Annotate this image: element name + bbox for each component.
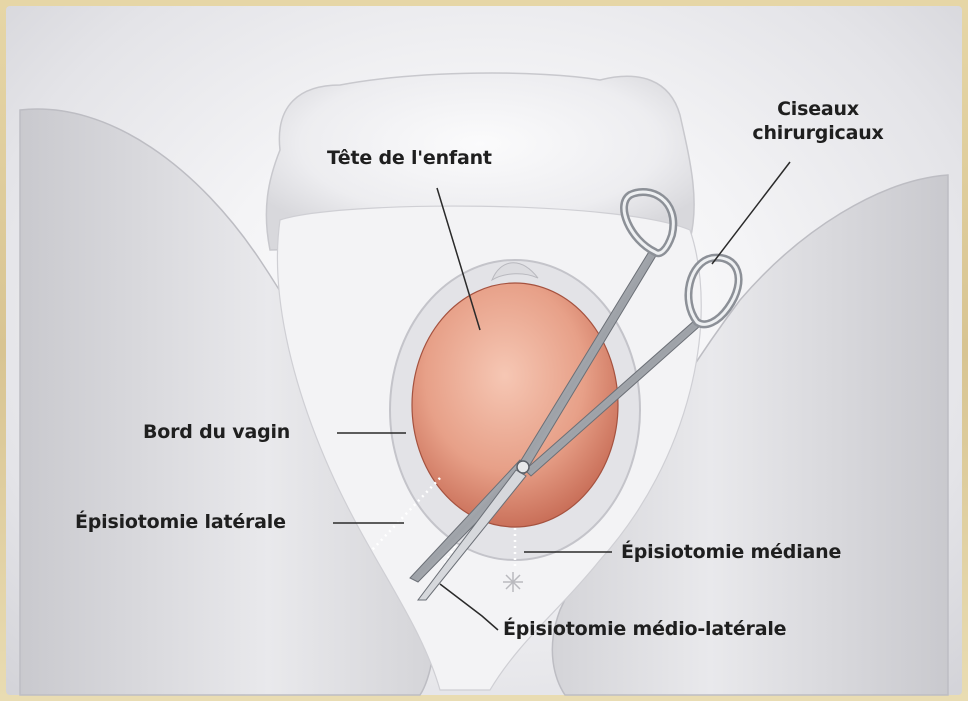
- label-scissors-line1: Ciseaux: [728, 97, 908, 121]
- label-mediolateral-episiotomy: Épisiotomie médio-latérale: [503, 617, 786, 641]
- label-median-episiotomy: Épisiotomie médiane: [621, 540, 841, 564]
- label-scissors-line2: chirurgicaux: [728, 121, 908, 145]
- label-vaginal-edge: Bord du vagin: [143, 420, 290, 444]
- label-lateral-episiotomy: Épisiotomie latérale: [75, 510, 286, 534]
- anus-mark: [503, 572, 523, 592]
- label-baby-head: Tête de l'enfant: [327, 146, 492, 170]
- label-surgical-scissors: Ciseaux chirurgicaux: [728, 97, 908, 145]
- leader-scissors: [712, 162, 790, 264]
